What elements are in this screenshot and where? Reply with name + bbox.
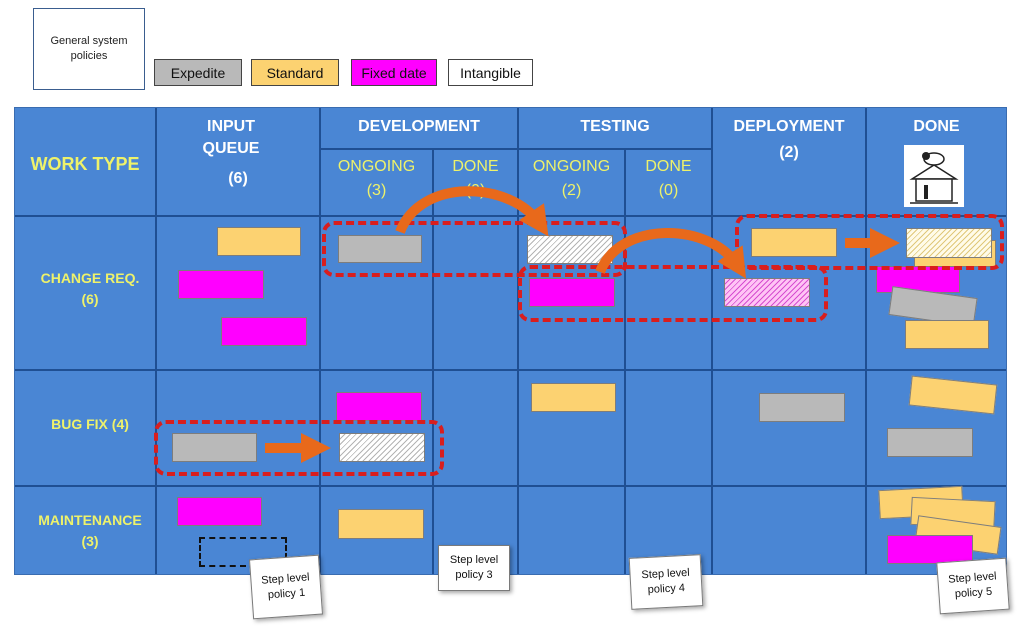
row-change-req-count: (6): [81, 291, 99, 307]
kanban-board: WORK TYPE INPUT QUEUE (6) DEVELOPMENT ON…: [14, 107, 1007, 575]
step-level-policy-5-note: Step level policy 5: [936, 557, 1010, 615]
card-expedite[interactable]: [759, 393, 845, 422]
development-ongoing-limit: (3): [366, 182, 387, 199]
empty-slot-placeholder: [199, 537, 287, 567]
card-fixed-date[interactable]: [336, 392, 422, 421]
card-standard[interactable]: [751, 228, 837, 257]
highlight-testing-to-deployment: [518, 265, 828, 322]
row-bug-fix-label: BUG FIX (4): [51, 416, 129, 432]
testing-ongoing-limit: (2): [561, 182, 582, 199]
testing-ongoing-label: ONGOING: [532, 158, 611, 175]
row-change-req-label: CHANGE REQ.: [40, 270, 140, 286]
development-done-label: DONE: [452, 158, 499, 175]
column-testing-title: TESTING: [580, 118, 650, 135]
column-development-title: DEVELOPMENT: [358, 118, 480, 135]
column-done-title: DONE: [913, 118, 960, 135]
doghouse-sketch-icon: [904, 145, 964, 207]
highlight-bug-fix-expedite: [154, 420, 444, 476]
card-fixed-date[interactable]: [178, 270, 264, 299]
column-input-queue-title: INPUT QUEUE: [202, 118, 260, 157]
card-fixed-date[interactable]: [177, 497, 262, 526]
general-system-policies-box: General system policies: [33, 8, 145, 90]
highlight-deployment-to-done: [735, 214, 1004, 270]
card-intangible[interactable]: [339, 433, 425, 462]
card-fixed-date[interactable]: [221, 317, 307, 346]
testing-done-limit: (0): [658, 182, 679, 199]
testing-done-label: DONE: [645, 158, 692, 175]
legend-intangible: Intangible: [448, 59, 533, 86]
step-level-policy-4-note: Step level policy 4: [628, 554, 704, 610]
card-expedite[interactable]: [887, 428, 973, 457]
step-level-policy-3-note: Step level policy 3: [438, 545, 510, 591]
card-standard[interactable]: [338, 509, 424, 539]
card-standard-hatched[interactable]: [906, 228, 992, 258]
card-expedite[interactable]: [338, 235, 422, 263]
card-fixed-date[interactable]: [529, 278, 615, 307]
card-fixed-date-hatched[interactable]: [724, 278, 810, 307]
card-fixed-date[interactable]: [887, 535, 973, 564]
card-expedite[interactable]: [172, 433, 257, 462]
legend-fixed-date: Fixed date: [351, 59, 437, 86]
row-maintenance-count: (3): [81, 533, 99, 549]
column-input-queue-limit: (6): [228, 170, 248, 187]
card-standard[interactable]: [905, 320, 989, 349]
card-standard[interactable]: [531, 383, 616, 412]
legend-standard: Standard: [251, 59, 339, 86]
row-maintenance-label: MAINTENANCE: [38, 512, 142, 528]
development-done-limit: (0): [465, 182, 486, 199]
development-ongoing-label: ONGOING: [337, 158, 416, 175]
card-standard[interactable]: [217, 227, 301, 256]
work-type-label: WORK TYPE: [30, 154, 140, 174]
column-deployment-limit: (2): [779, 144, 799, 161]
step-level-policy-1-note: Step level policy 1: [248, 554, 324, 620]
column-deployment-title: DEPLOYMENT: [733, 118, 845, 135]
legend-expedite: Expedite: [154, 59, 242, 86]
